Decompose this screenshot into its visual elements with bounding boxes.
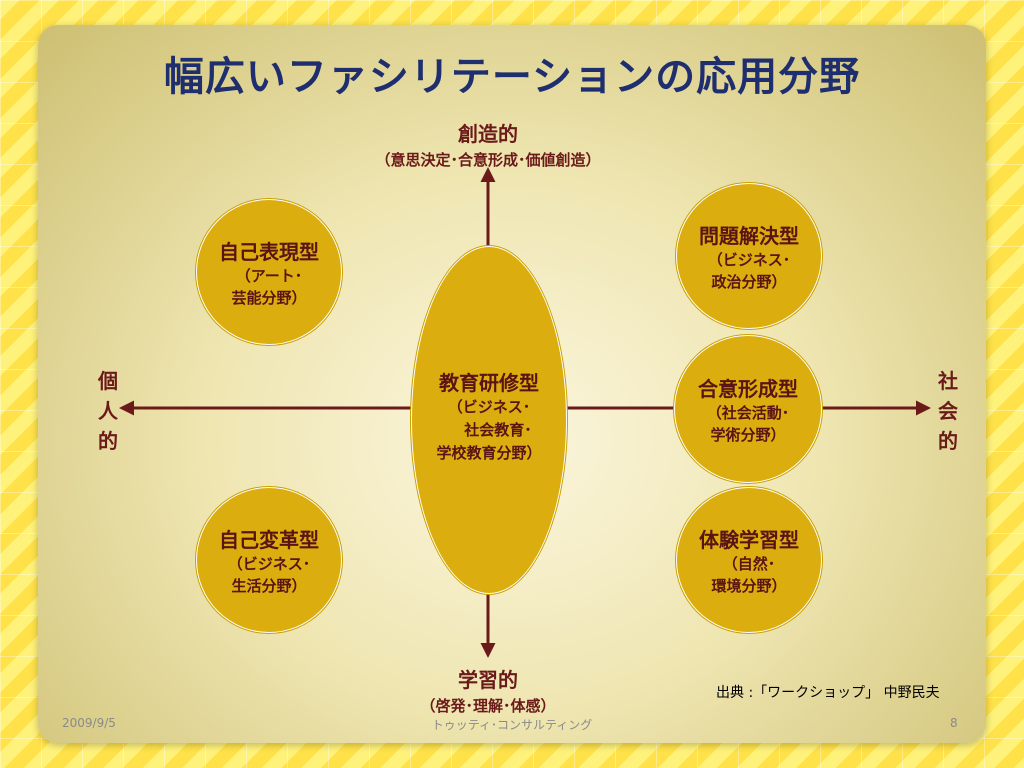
node-subtitle: 芸能分野） — [231, 288, 307, 307]
axis-bottom-label: 学習的 （啓発･理解･体感） — [360, 664, 616, 716]
node-education: 教育研修型 （ビジネス･ 社会教育･ 学校教育分野） — [411, 246, 567, 594]
axis-right-label: 社 会 的 — [936, 366, 960, 456]
axis-right-char: 社 — [938, 369, 958, 393]
node-self-expression: 自己表現型 （アート･ 芸能分野） — [196, 199, 342, 345]
axis-left-char: 人 — [98, 399, 118, 423]
node-subtitle: （ビジネス･ — [707, 250, 791, 269]
axis-top-subtitle: （意思決定･合意形成･価値創造） — [375, 151, 601, 169]
node-self-transform: 自己変革型 （ビジネス･ 生活分野） — [196, 487, 342, 633]
node-title: 体験学習型 — [699, 527, 799, 552]
node-subtitle: （ビジネス･ — [447, 398, 531, 416]
node-subtitle: （ビジネス･ — [227, 554, 311, 573]
node-title: 問題解決型 — [699, 223, 799, 248]
node-subtitle: 学校教育分野） — [436, 444, 542, 462]
node-subtitle: （自然･ — [722, 554, 776, 573]
axis-right-char: 的 — [938, 429, 958, 453]
axis-bottom-subtitle: （啓発･理解･体感） — [420, 697, 556, 715]
node-subtitle: （アート･ — [235, 266, 303, 285]
node-consensus: 合意形成型 （社会活動･ 学術分野） — [674, 335, 822, 483]
axis-top-label: 創造的 （意思決定･合意形成･価値創造） — [340, 118, 636, 170]
axis-left-label: 個 人 的 — [96, 366, 120, 456]
axis-left-char: 的 — [98, 429, 118, 453]
node-title: 教育研修型 — [439, 371, 539, 395]
node-subtitle: （社会活動･ — [706, 403, 790, 422]
node-subtitle: 学術分野） — [710, 425, 786, 444]
node-title: 自己表現型 — [219, 239, 319, 264]
node-subtitle: 社会教育･ — [464, 421, 532, 439]
node-subtitle: 政治分野） — [711, 272, 787, 291]
source-citation: 出典 :「ワークショップ」 中野民夫 — [716, 685, 940, 701]
axis-right-char: 会 — [938, 399, 958, 423]
footer-page-number: 8 — [950, 716, 958, 730]
node-subtitle: 生活分野） — [231, 576, 307, 595]
axis-bottom-title: 学習的 — [458, 668, 518, 692]
node-problem-solving: 問題解決型 （ビジネス･ 政治分野） — [676, 183, 822, 329]
footer-company: トゥッティ･コンサルティング — [431, 718, 593, 732]
node-experiential: 体験学習型 （自然･ 環境分野） — [676, 487, 822, 633]
slide-title: 幅広いファシリテーションの応用分野 — [163, 54, 861, 100]
axis-left-char: 個 — [98, 369, 118, 393]
footer-date: 2009/9/5 — [62, 716, 116, 730]
node-title: 合意形成型 — [698, 376, 798, 401]
node-subtitle: 環境分野） — [711, 576, 787, 595]
axis-top-title: 創造的 — [458, 122, 518, 146]
node-title: 自己変革型 — [219, 527, 319, 552]
